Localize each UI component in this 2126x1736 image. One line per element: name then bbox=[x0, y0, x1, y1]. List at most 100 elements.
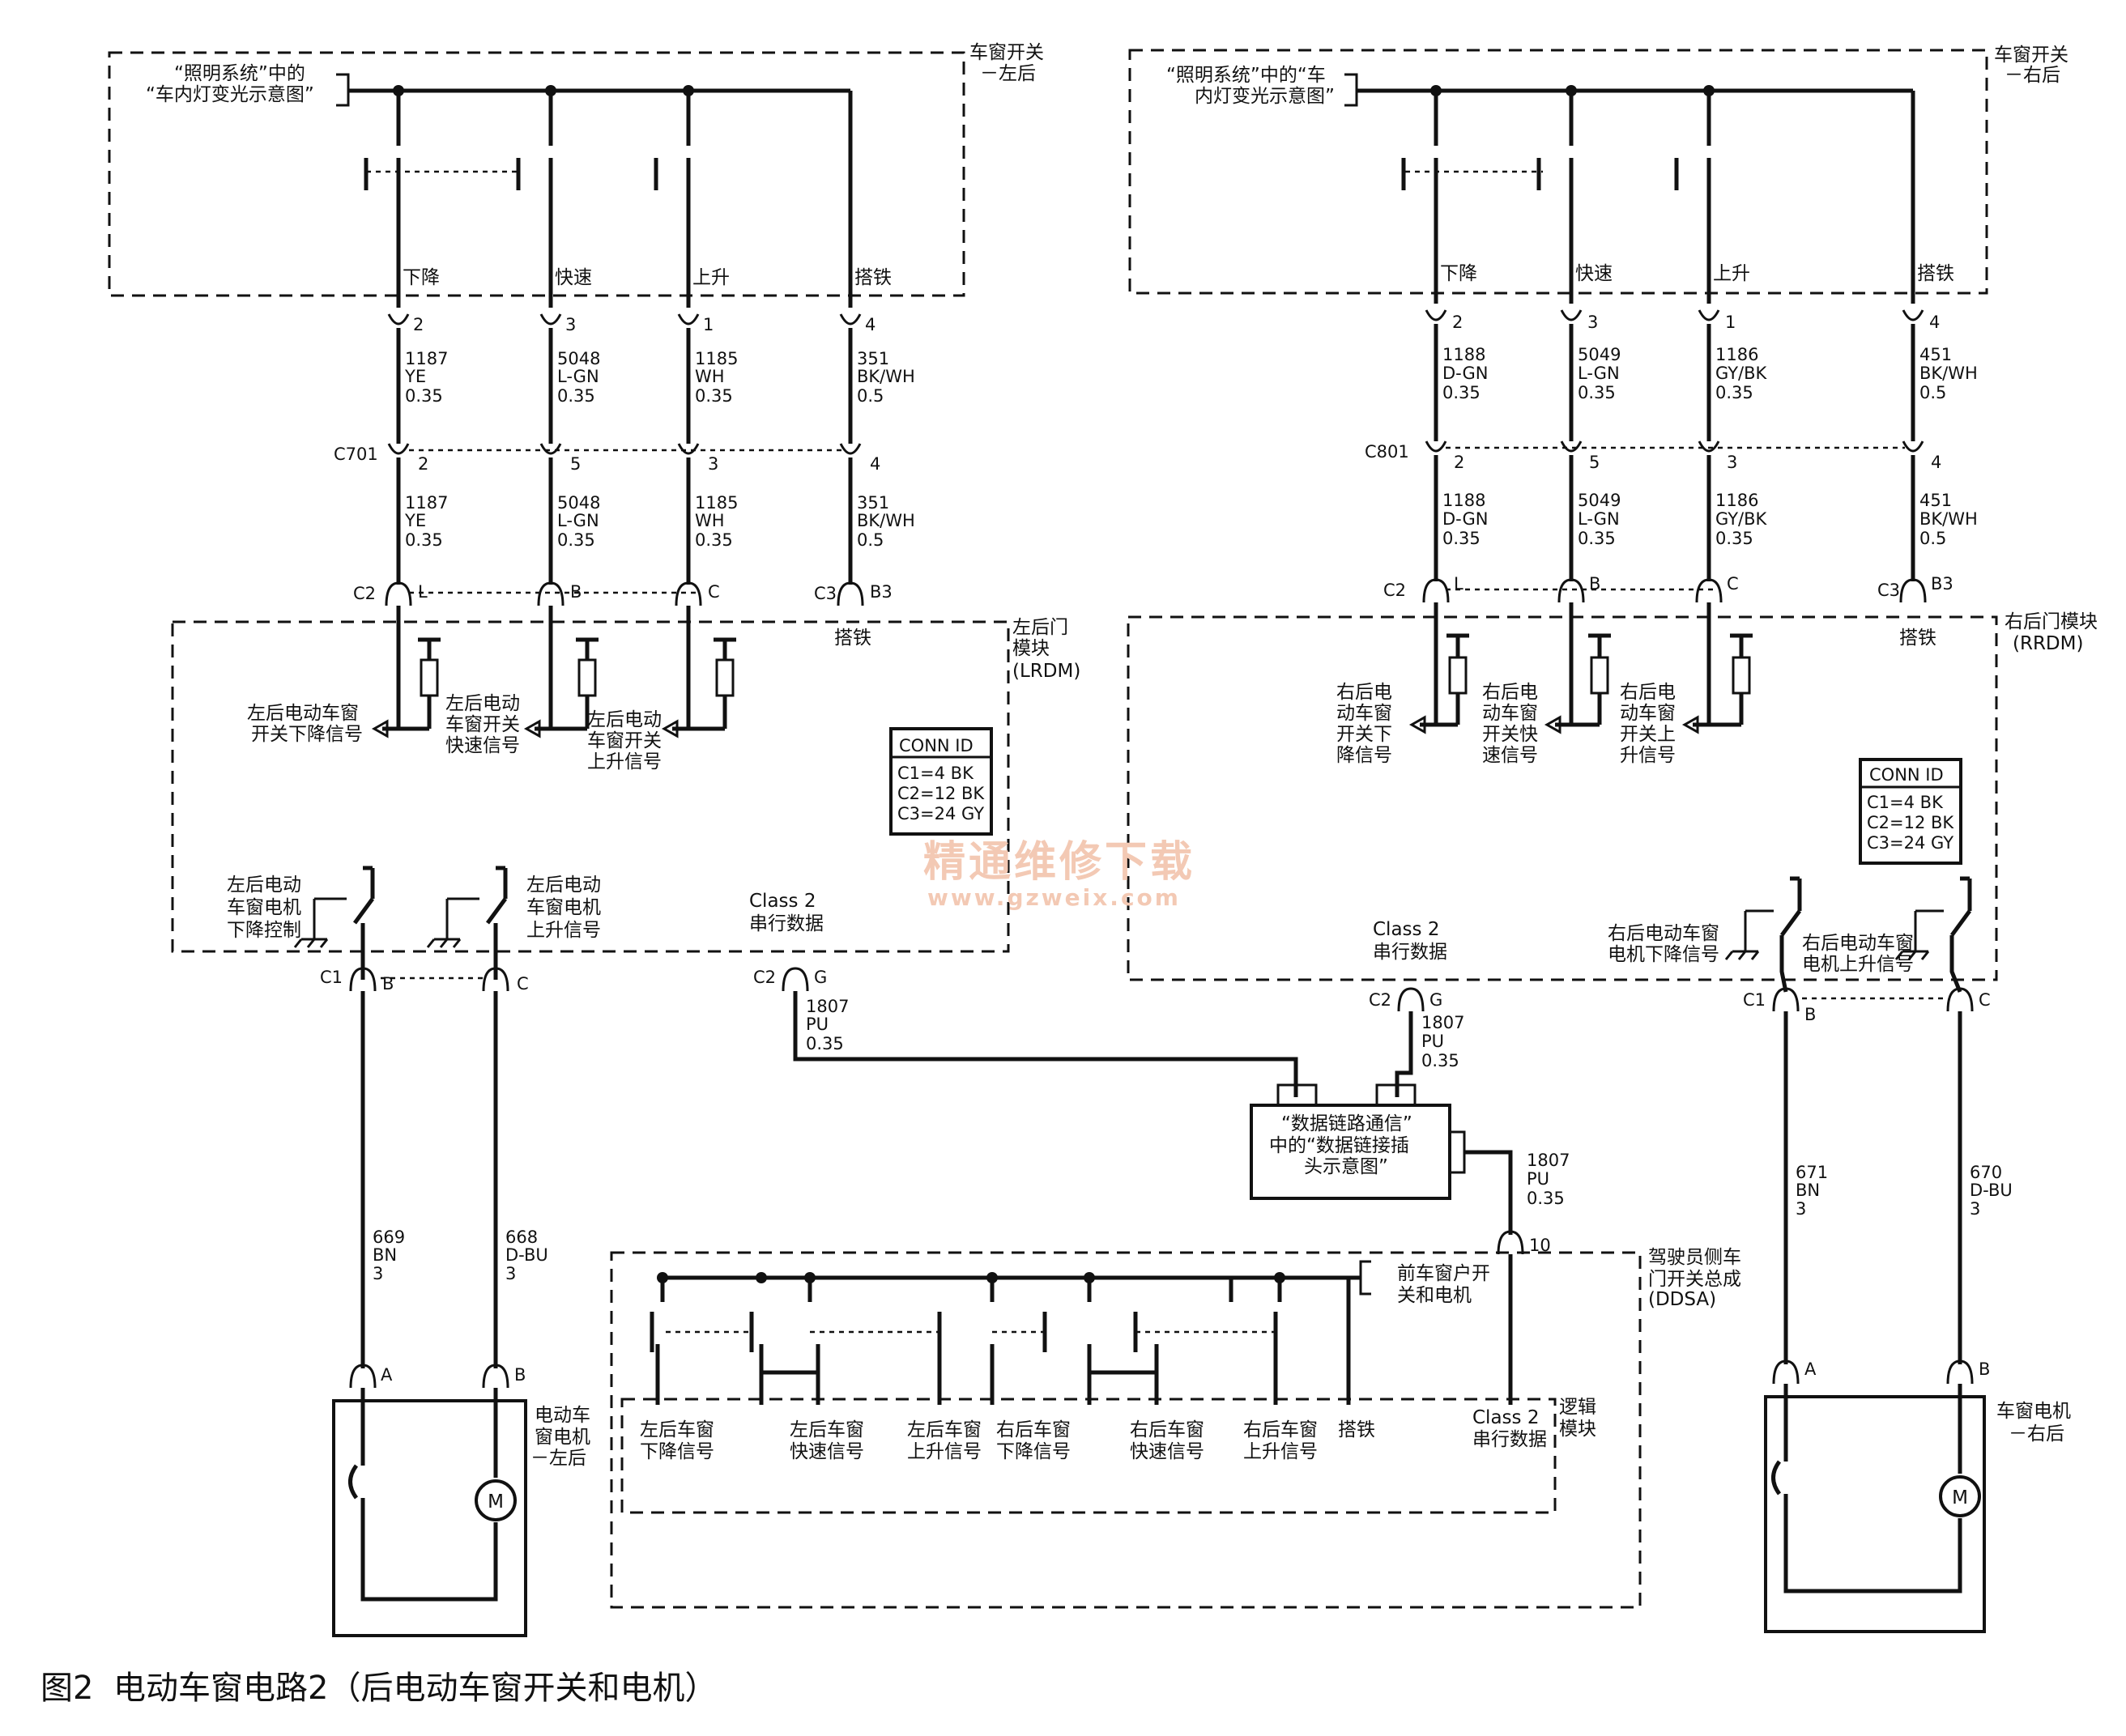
right-switch-function-label: 上升 bbox=[1713, 263, 1750, 284]
right-module-pin bbox=[1695, 578, 1723, 603]
left-wire-circuit: 351 bbox=[857, 493, 889, 513]
right-data-wire-circuit: 1807 bbox=[1421, 1013, 1464, 1032]
right-wire-size: 0.35 bbox=[1715, 383, 1753, 402]
left-pullup-resistor bbox=[420, 658, 439, 697]
left-class2-wire bbox=[793, 991, 1298, 1097]
left-wire-circuit: 1185 bbox=[695, 349, 738, 368]
ddsa-label: 门开关总成 bbox=[1648, 1269, 1741, 1290]
right-wire-size: 0.35 bbox=[1715, 529, 1753, 548]
right-wire-circuit: 5049 bbox=[1578, 345, 1621, 364]
right-signal-label: 右后电 bbox=[1620, 682, 1676, 703]
left-signal-label: 左后电动车窗 bbox=[247, 703, 359, 724]
left-c2g-pin-label: G bbox=[814, 968, 827, 987]
dlc-connector-stub bbox=[1450, 1130, 1466, 1174]
ddsa-logic-module-border bbox=[620, 1398, 1557, 1514]
ddsa-logic-label: 模块 bbox=[1559, 1419, 1596, 1440]
left-wire-circuit: 5048 bbox=[557, 493, 600, 513]
left-wire-size: 0.35 bbox=[405, 530, 443, 550]
right-motor-pin bbox=[1946, 1359, 1974, 1385]
ddsa-class2-label: Class 2 bbox=[1472, 1407, 1539, 1428]
right-motor-wire-size: 3 bbox=[1970, 1199, 1980, 1219]
left-module-pin-label: L bbox=[418, 582, 428, 602]
right-wire-size: 0.5 bbox=[1919, 529, 1946, 548]
left-conn-id-line: C3=24 GY bbox=[897, 804, 984, 823]
right-module-ground-label: 搭铁 bbox=[1899, 628, 1936, 649]
ddsa-box-border bbox=[610, 1251, 1642, 1609]
right-switch-pin-number: 2 bbox=[1452, 313, 1463, 332]
dlc-label: 头示意图” bbox=[1304, 1156, 1388, 1177]
left-wire-circuit: 5048 bbox=[557, 349, 600, 368]
dlc-label: 中的“数据链接插 bbox=[1269, 1135, 1409, 1156]
right-wire-size: 0.35 bbox=[1442, 383, 1481, 402]
right-pullup-resistor bbox=[1448, 656, 1468, 695]
left-signal-arrow bbox=[371, 719, 389, 738]
right-data-wire-size: 0.35 bbox=[1421, 1051, 1459, 1070]
right-switch-box-border bbox=[1128, 49, 1988, 295]
left-motor-label: －左后 bbox=[530, 1448, 586, 1469]
left-wire-color: BK/WH bbox=[857, 367, 915, 386]
left-relay-label: 下降控制 bbox=[227, 920, 301, 941]
right-lighting-bracket bbox=[1344, 73, 1358, 107]
right-signal-label: 升信号 bbox=[1620, 745, 1676, 766]
right-signal-label: 降信号 bbox=[1336, 745, 1392, 766]
right-c801-pin bbox=[1560, 440, 1583, 453]
left-signal-label: 左后电动 bbox=[587, 709, 662, 730]
ddsa-label: (DDSA) bbox=[1648, 1289, 1716, 1310]
right-relay-ground bbox=[1907, 951, 1917, 960]
left-switch-pin-number: 2 bbox=[413, 315, 424, 334]
dlc-wire-size: 0.35 bbox=[1527, 1189, 1565, 1208]
ddsa-signal-label: 右后车窗 bbox=[1243, 1419, 1318, 1440]
left-motor-wire-color: D-BU bbox=[505, 1245, 548, 1265]
right-switch-connector-pin bbox=[1560, 309, 1583, 321]
right-relay-output bbox=[1779, 935, 1788, 993]
ddsa-signal-label: 下降信号 bbox=[640, 1441, 714, 1462]
left-lighting-ref: “照明系统”中的 bbox=[174, 63, 305, 84]
left-wire-circuit: 1185 bbox=[695, 493, 738, 513]
dlc-reference-box bbox=[1250, 1104, 1451, 1200]
right-relay-ground bbox=[1894, 951, 1904, 960]
right-relay-ground bbox=[1737, 951, 1747, 960]
left-signal-label: 上升信号 bbox=[587, 751, 662, 772]
ddsa-signal-join bbox=[759, 1360, 818, 1375]
left-c701-pin-number: 3 bbox=[708, 454, 718, 474]
right-c2g-pin-label: G bbox=[1429, 990, 1442, 1010]
left-c1-pin bbox=[349, 967, 377, 992]
right-lighting-ref: “照明系统”中的“车 bbox=[1166, 65, 1326, 86]
left-c1-pin-label: B bbox=[382, 974, 394, 994]
left-conn-id-title: CONN ID bbox=[899, 736, 974, 755]
right-c1-pin-label: B bbox=[1804, 1005, 1816, 1024]
left-relay-ground bbox=[426, 938, 436, 948]
ddsa-label: 驾驶员侧车 bbox=[1648, 1247, 1741, 1268]
right-motor-wire-circuit: 671 bbox=[1796, 1163, 1828, 1182]
dlc-wire-circuit: 1807 bbox=[1527, 1151, 1570, 1170]
left-lighting-bracket bbox=[336, 73, 350, 107]
right-wire-color: GY/BK bbox=[1715, 364, 1768, 383]
dlc-connector-stub bbox=[1375, 1083, 1417, 1105]
right-relay-ground bbox=[1724, 951, 1734, 960]
right-c801-pin bbox=[1425, 440, 1447, 453]
left-relay-label: 车窗电机 bbox=[227, 897, 301, 918]
ddsa-front-ref-label: 关和电机 bbox=[1397, 1285, 1472, 1306]
ddsa-signal-label: 快速信号 bbox=[790, 1441, 864, 1462]
left-wire-color: WH bbox=[695, 511, 725, 530]
right-signal-label: 动车窗 bbox=[1620, 703, 1676, 724]
left-switch-connector-pin bbox=[387, 313, 410, 326]
left-relay-blade bbox=[485, 897, 508, 925]
right-wire-circuit: 5049 bbox=[1578, 491, 1621, 510]
right-motor-label: 车窗电机 bbox=[1996, 1401, 2071, 1422]
left-c1-pin-label: C bbox=[517, 974, 529, 994]
right-relay-blade bbox=[1779, 909, 1802, 937]
right-wire-size: 0.35 bbox=[1578, 383, 1616, 402]
left-motor-wire-size: 3 bbox=[373, 1264, 383, 1283]
left-signal-label: 车窗开关 bbox=[445, 714, 520, 735]
right-conn-id-box bbox=[1859, 758, 1962, 865]
right-switch-function-label: 快速 bbox=[1575, 263, 1613, 284]
left-c701-pin-number: 4 bbox=[870, 454, 880, 474]
right-c801-label: C801 bbox=[1365, 442, 1409, 462]
right-motor-pin-label: A bbox=[1804, 1359, 1817, 1379]
ddsa-ground-label: 搭铁 bbox=[1338, 1419, 1375, 1440]
left-data-wire-color: PU bbox=[806, 1015, 829, 1034]
right-signal-label: 开关上 bbox=[1620, 724, 1676, 745]
left-c701-label: C701 bbox=[334, 445, 378, 464]
right-wire-circuit: 1186 bbox=[1715, 491, 1758, 510]
